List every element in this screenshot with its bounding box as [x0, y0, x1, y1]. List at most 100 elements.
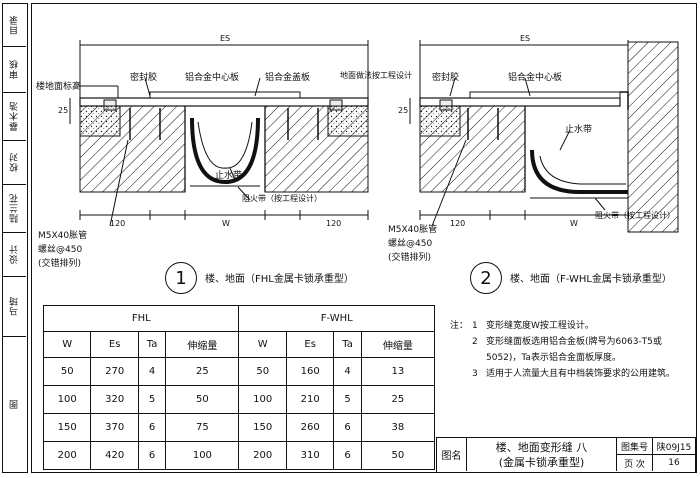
- table-cell: 50: [360, 441, 436, 470]
- table-cell: 420: [90, 441, 139, 470]
- label-stagger-2: (交错排列): [388, 253, 432, 263]
- table-cell: 270: [90, 357, 139, 386]
- table-header: W: [42, 331, 92, 358]
- note-text: 变形缝宽度W按工程设计。: [486, 321, 594, 331]
- side-cell-3: 暴木浩: [3, 92, 26, 141]
- table-cell: 310: [285, 441, 335, 470]
- table-cell: 200: [42, 441, 92, 470]
- table-cell: 6: [333, 413, 362, 442]
- table-cell: 5: [137, 385, 167, 414]
- side-cell-2: 审核: [3, 46, 26, 93]
- table-cell: 260: [285, 413, 335, 442]
- atlas-label: 图集号: [617, 438, 653, 455]
- table-cell: 150: [42, 413, 92, 442]
- label-center-plate-1: 铝合金中心板: [185, 73, 240, 83]
- label-sealant-1: 密封胶: [130, 73, 158, 83]
- table-group-fhl: FHL: [42, 305, 240, 332]
- side-cell-6: 设计: [3, 232, 26, 277]
- note-row-1: 注： 1 变形缝宽度W按工程设计。: [450, 318, 690, 334]
- table-cell: 13: [360, 357, 436, 386]
- note-row-2: 2 变形缝面板选用铝合金板(牌号为6063-T5或5052)，Ta表示铝合金面板…: [450, 334, 690, 366]
- detail-1-drawing: [69, 40, 369, 227]
- table-cell: 150: [238, 413, 287, 442]
- table-cell: 100: [165, 441, 240, 470]
- detail-1-caption: 楼、地面（FHL金属卡锁承重型）: [205, 274, 354, 285]
- dim-es-1: ES: [220, 34, 231, 43]
- label-stagger-1: (交错排列): [38, 259, 82, 269]
- note-text: 变形缝面板选用铝合金板(牌号为6063-T5或5052)，Ta表示铝合金面板厚度…: [486, 337, 662, 363]
- label-surface-1: 地面做法按工程设计: [340, 71, 412, 80]
- atlas-value: 陕09J15: [653, 438, 695, 455]
- table-cell: 5: [333, 385, 362, 414]
- table-cell: 6: [137, 413, 167, 442]
- page-value: 16: [668, 458, 680, 468]
- table-cell: 75: [165, 413, 240, 442]
- detail-2-number: 2: [470, 262, 502, 294]
- note-text: 适用于人流量大且有中档装饰要求的公用建筑。: [486, 369, 676, 379]
- side-cell-1: 目录: [3, 4, 26, 47]
- table-cell: 320: [90, 385, 139, 414]
- table-cell: 25: [165, 357, 240, 386]
- table-cell: 100: [42, 385, 92, 414]
- detail-1-number: 1: [165, 262, 197, 294]
- table-cell: 6: [137, 441, 167, 470]
- table-cell: 50: [165, 385, 240, 414]
- table-cell: 50: [42, 357, 92, 386]
- dim-h-2: 25: [398, 106, 409, 115]
- side-cell-4: 校对: [3, 140, 26, 185]
- label-screw-1: 螺丝@450: [38, 245, 83, 255]
- label-waterstop-2: 止水带: [565, 125, 593, 135]
- dim-h-1: 25: [58, 106, 69, 115]
- label-anchor-2: M5X40胀管: [388, 225, 438, 235]
- table-cell: 370: [90, 413, 139, 442]
- table-cell: 160: [285, 357, 335, 386]
- table-cell: 200: [238, 441, 287, 470]
- table-cell: 4: [333, 357, 362, 386]
- detail-2-drawing: [409, 40, 679, 233]
- dim-w-1: W: [222, 219, 230, 228]
- title-block: 图名 楼、地面变形缝 八 (金属卡锁承重型) 图集号 陕09J15 页 次 16: [436, 437, 696, 473]
- dim-es-2: ES: [520, 34, 531, 43]
- side-cell-7: 马琦: [3, 276, 26, 337]
- table-header: W: [238, 331, 287, 358]
- notes-intro: 注：: [450, 321, 469, 331]
- page-label: 页 次: [617, 455, 653, 471]
- table-header: 伸缩量: [165, 331, 240, 358]
- label-sealant-2: 密封胶: [432, 73, 460, 83]
- label-anchor-1: M5X40胀管: [38, 231, 88, 241]
- table-cell: 210: [285, 385, 335, 414]
- label-waterstop-1: 止水带: [215, 171, 243, 181]
- table-header: Ta: [137, 331, 167, 358]
- notes-block: 注： 1 变形缝宽度W按工程设计。 2 变形缝面板选用铝合金板(牌号为6063-…: [450, 318, 690, 382]
- table-header: Ta: [333, 331, 362, 358]
- table-cell: 38: [360, 413, 436, 442]
- drawing-frame: [31, 3, 697, 473]
- dim-right-1: 120: [326, 219, 342, 228]
- note-row-3: 3 适用于人流量大且有中档装饰要求的公用建筑。: [450, 366, 690, 382]
- table-cell: 100: [238, 385, 287, 414]
- label-center-plate-2: 铝合金中心板: [508, 73, 563, 83]
- table-cell: 50: [238, 357, 287, 386]
- table-group-fwhl: F-WHL: [238, 305, 435, 332]
- label-fire-band-2: 阻火带（按工程设计）: [595, 211, 675, 220]
- table-cell: 6: [333, 441, 362, 470]
- table-header: 伸缩量: [360, 331, 436, 358]
- table-group-row: FHL F-WHL: [42, 305, 435, 332]
- table-header-row: W Es Ta 伸缩量 W Es Ta 伸缩量: [42, 331, 436, 358]
- dim-left-1: 120: [110, 219, 126, 228]
- label-floor-mark: 楼地面标高: [36, 82, 82, 92]
- dim-left-2: 120: [450, 219, 466, 228]
- table-cell: 25: [360, 385, 436, 414]
- table-cell: 4: [137, 357, 167, 386]
- side-cell-5: 陆兰花: [3, 184, 26, 233]
- signature-strip: 目录 审核 暴木浩 校对 陆兰花 设计 马琦 图: [2, 3, 28, 473]
- table-header: Es: [285, 331, 335, 358]
